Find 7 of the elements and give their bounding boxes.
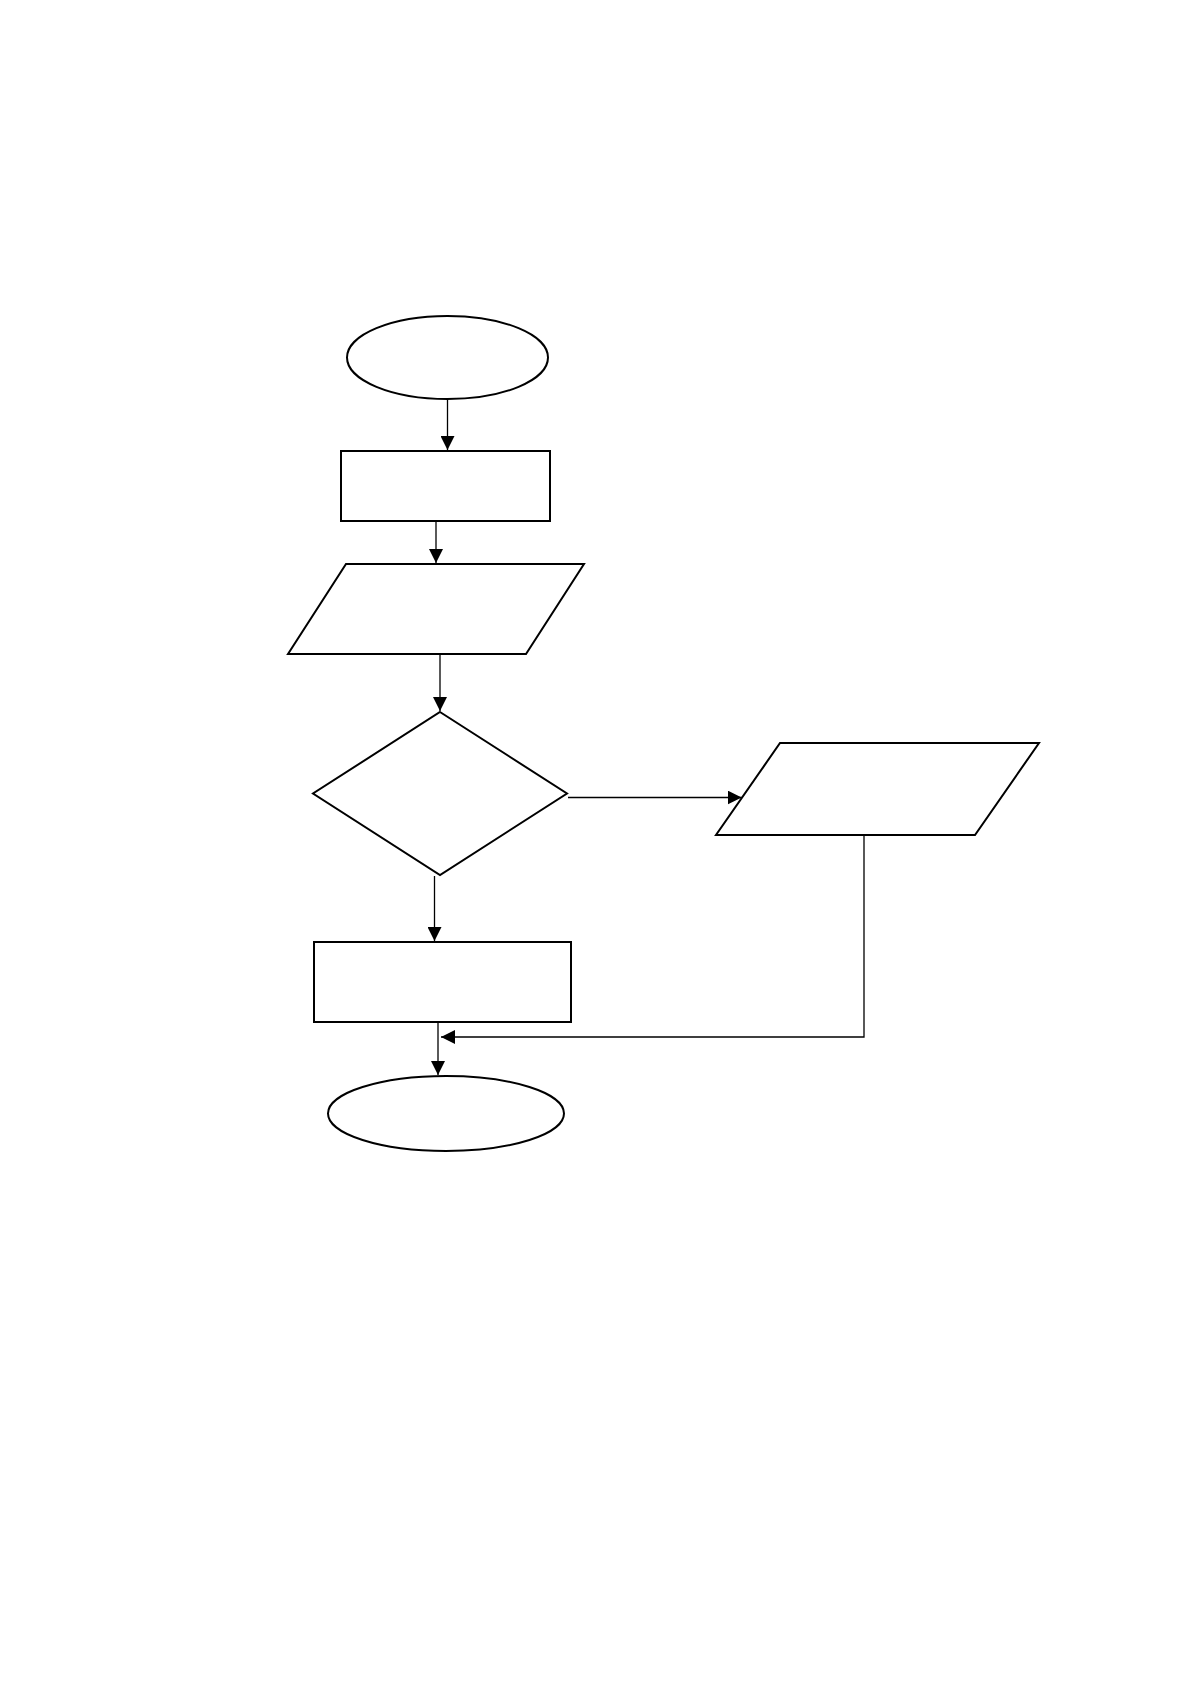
arrow	[440, 399, 455, 451]
arrow	[440, 835, 865, 1044]
arrow	[567, 790, 743, 805]
arrow	[431, 1022, 445, 1076]
arrow	[433, 654, 447, 712]
arrow	[427, 875, 442, 942]
arrow	[429, 521, 443, 564]
